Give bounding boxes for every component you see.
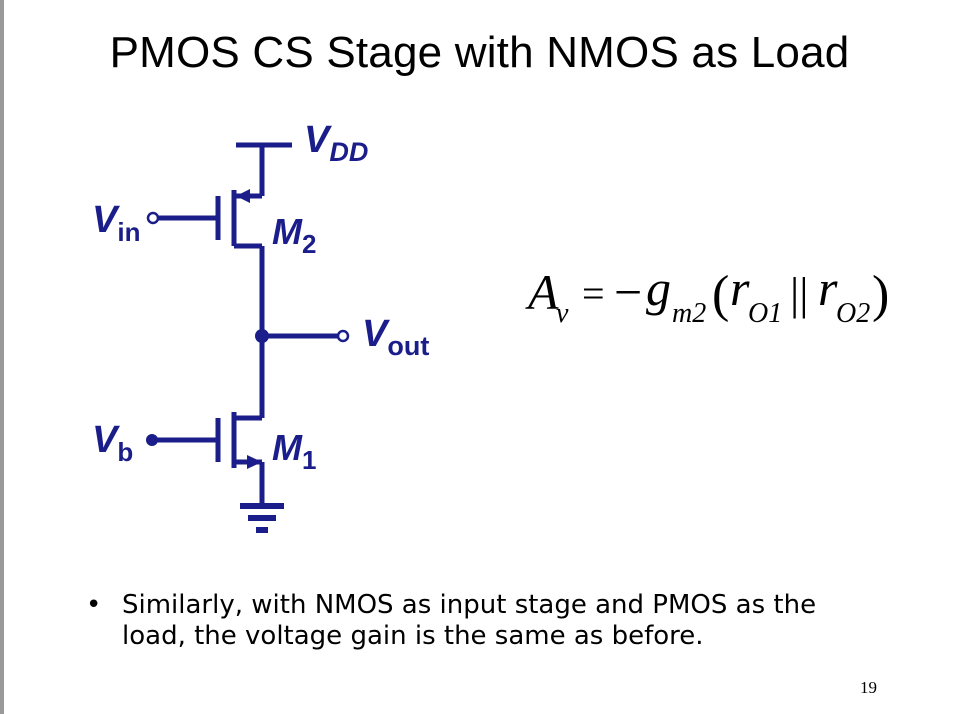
bullet-symbol: • bbox=[86, 590, 102, 620]
eq-r2: r bbox=[818, 260, 838, 316]
eq-parallel: || bbox=[790, 268, 808, 319]
gain-equation: A v = − g m2 ( r O1 || r O2 ) bbox=[525, 260, 889, 329]
bullet-item: Similarly, with NMOS as input stage and … bbox=[122, 590, 817, 651]
eq-g-sub: m2 bbox=[672, 298, 706, 329]
eq-minus: − bbox=[614, 264, 642, 320]
page-number: 19 bbox=[860, 678, 877, 697]
eq-r1: r bbox=[730, 260, 750, 316]
slide-left-border bbox=[0, 0, 4, 714]
vin-label: Vin bbox=[92, 199, 140, 247]
vout-node-dot bbox=[255, 329, 269, 343]
eq-close-paren: ) bbox=[872, 266, 889, 323]
eq-r1-sub: O1 bbox=[748, 298, 782, 329]
eq-lhs: A bbox=[525, 264, 559, 320]
vout-terminal bbox=[336, 329, 350, 343]
eq-lhs-sub: v bbox=[556, 298, 569, 329]
slide-title: PMOS CS Stage with NMOS as Load bbox=[109, 28, 850, 77]
eq-r2-sub: O2 bbox=[836, 298, 870, 329]
vin-terminal bbox=[146, 211, 160, 225]
eq-equals: = bbox=[582, 271, 605, 316]
m1-label: M1 bbox=[272, 427, 316, 475]
m2-arrow bbox=[236, 189, 250, 203]
vdd-label: VDD bbox=[304, 119, 368, 167]
eq-open-paren: ( bbox=[712, 266, 729, 323]
vb-label: Vb bbox=[92, 419, 133, 467]
eq-g: g bbox=[646, 260, 671, 316]
vb-terminal bbox=[146, 434, 158, 446]
m2-label: M2 bbox=[272, 211, 316, 259]
vout-label: Vout bbox=[362, 313, 429, 361]
m1-arrow bbox=[247, 455, 262, 469]
